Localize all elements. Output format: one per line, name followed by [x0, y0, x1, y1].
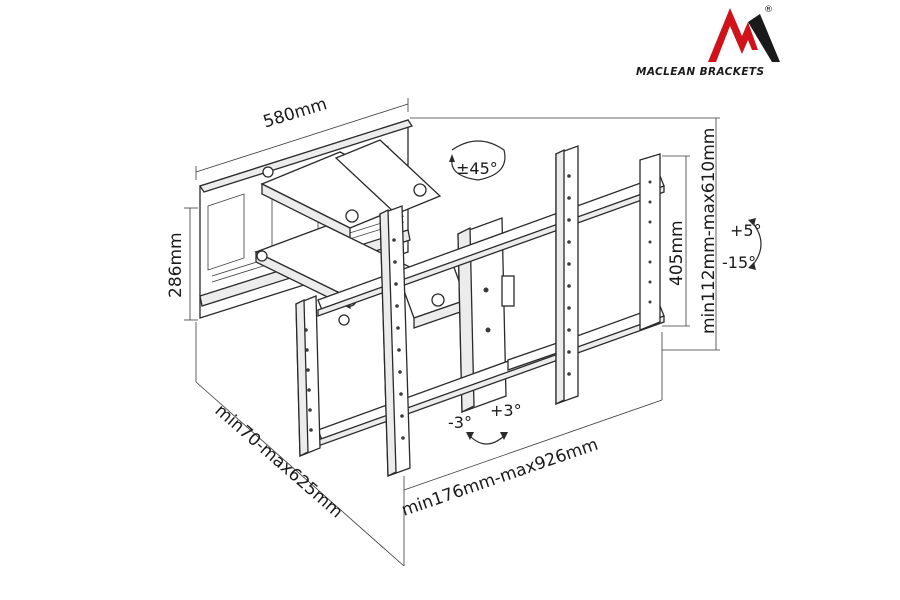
logo-wordmark: MACLEAN BRACKETS	[636, 66, 764, 78]
tilt-head-plate	[457, 217, 515, 414]
tv-vertical-brackets	[295, 145, 661, 478]
label-plate-height: 286mm	[166, 232, 186, 298]
dimension-lines	[184, 98, 720, 567]
label-arm-span: min176mm-max926mm	[399, 435, 601, 521]
label-swivel-angle: ±45°	[456, 159, 498, 178]
label-vesa-height: 405mm	[667, 220, 687, 286]
rotation-indicators	[449, 140, 762, 445]
label-vertical-range: min112mm-max610mm	[699, 128, 719, 334]
swivel-arc	[451, 140, 506, 181]
label-tilt-down: -15°	[722, 253, 756, 272]
brand-logo: ® MACLEAN BRACKETS	[636, 5, 780, 78]
label-level-minus: -3°	[448, 413, 472, 432]
logo-black-stroke	[748, 14, 780, 62]
label-tilt-up: +5°	[730, 221, 762, 240]
tilt-arc	[751, 221, 762, 267]
label-level-plus: +3°	[490, 401, 522, 420]
level-arc	[469, 435, 505, 445]
logo-red-m	[708, 8, 758, 62]
logo-registered-mark: ®	[764, 5, 773, 15]
label-arm-extension: min70-max625mm	[211, 401, 347, 523]
label-plate-width: 580mm	[261, 94, 330, 132]
